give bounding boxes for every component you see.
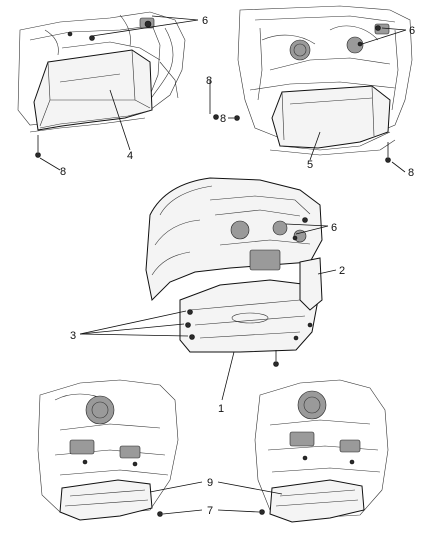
callout-3: 3 — [70, 330, 76, 342]
fastener-8d — [385, 157, 391, 163]
panel-bottom-left — [37, 379, 203, 521]
callout-2: 2 — [339, 265, 345, 277]
callout-labels: 6 8 4 8 6 8 5 8 6 2 3 1 9 7 — [60, 15, 415, 517]
shield-9-left — [59, 479, 153, 521]
callout-8-center: 8 — [220, 113, 226, 125]
callout-5: 5 — [307, 159, 313, 171]
panel-middle — [79, 177, 337, 401]
fastener-3a — [187, 309, 193, 315]
panel-top-left — [17, 11, 219, 171]
callout-9: 9 — [207, 477, 213, 489]
fastener-3c — [189, 334, 195, 340]
panel-top-right — [228, 5, 413, 173]
bracket-2 — [299, 257, 323, 311]
callout-1: 1 — [218, 403, 224, 415]
splash-shield-5 — [271, 85, 391, 149]
fastener-8b — [35, 152, 41, 158]
callout-7: 7 — [207, 505, 213, 517]
callout-6-top-left: 6 — [202, 15, 208, 27]
callout-6-middle: 6 — [331, 222, 337, 234]
shield-9-right — [269, 479, 365, 523]
callout-8-right: 8 — [408, 167, 414, 179]
panel-bottom-right — [217, 379, 389, 523]
fastener-3b — [185, 322, 191, 328]
callout-6-top-right: 6 — [409, 25, 415, 37]
splash-shield-4 — [33, 49, 153, 131]
fastener-7a — [157, 511, 163, 517]
fastener-8c — [234, 115, 240, 121]
callout-8-top-left: 8 — [206, 75, 212, 87]
fastener-8a — [213, 114, 219, 120]
fastener-7b — [259, 509, 265, 515]
front-fascia — [145, 177, 323, 302]
callout-4: 4 — [127, 150, 133, 162]
belly-pan-1 — [179, 279, 319, 353]
callout-8-left-bottom: 8 — [60, 166, 66, 178]
